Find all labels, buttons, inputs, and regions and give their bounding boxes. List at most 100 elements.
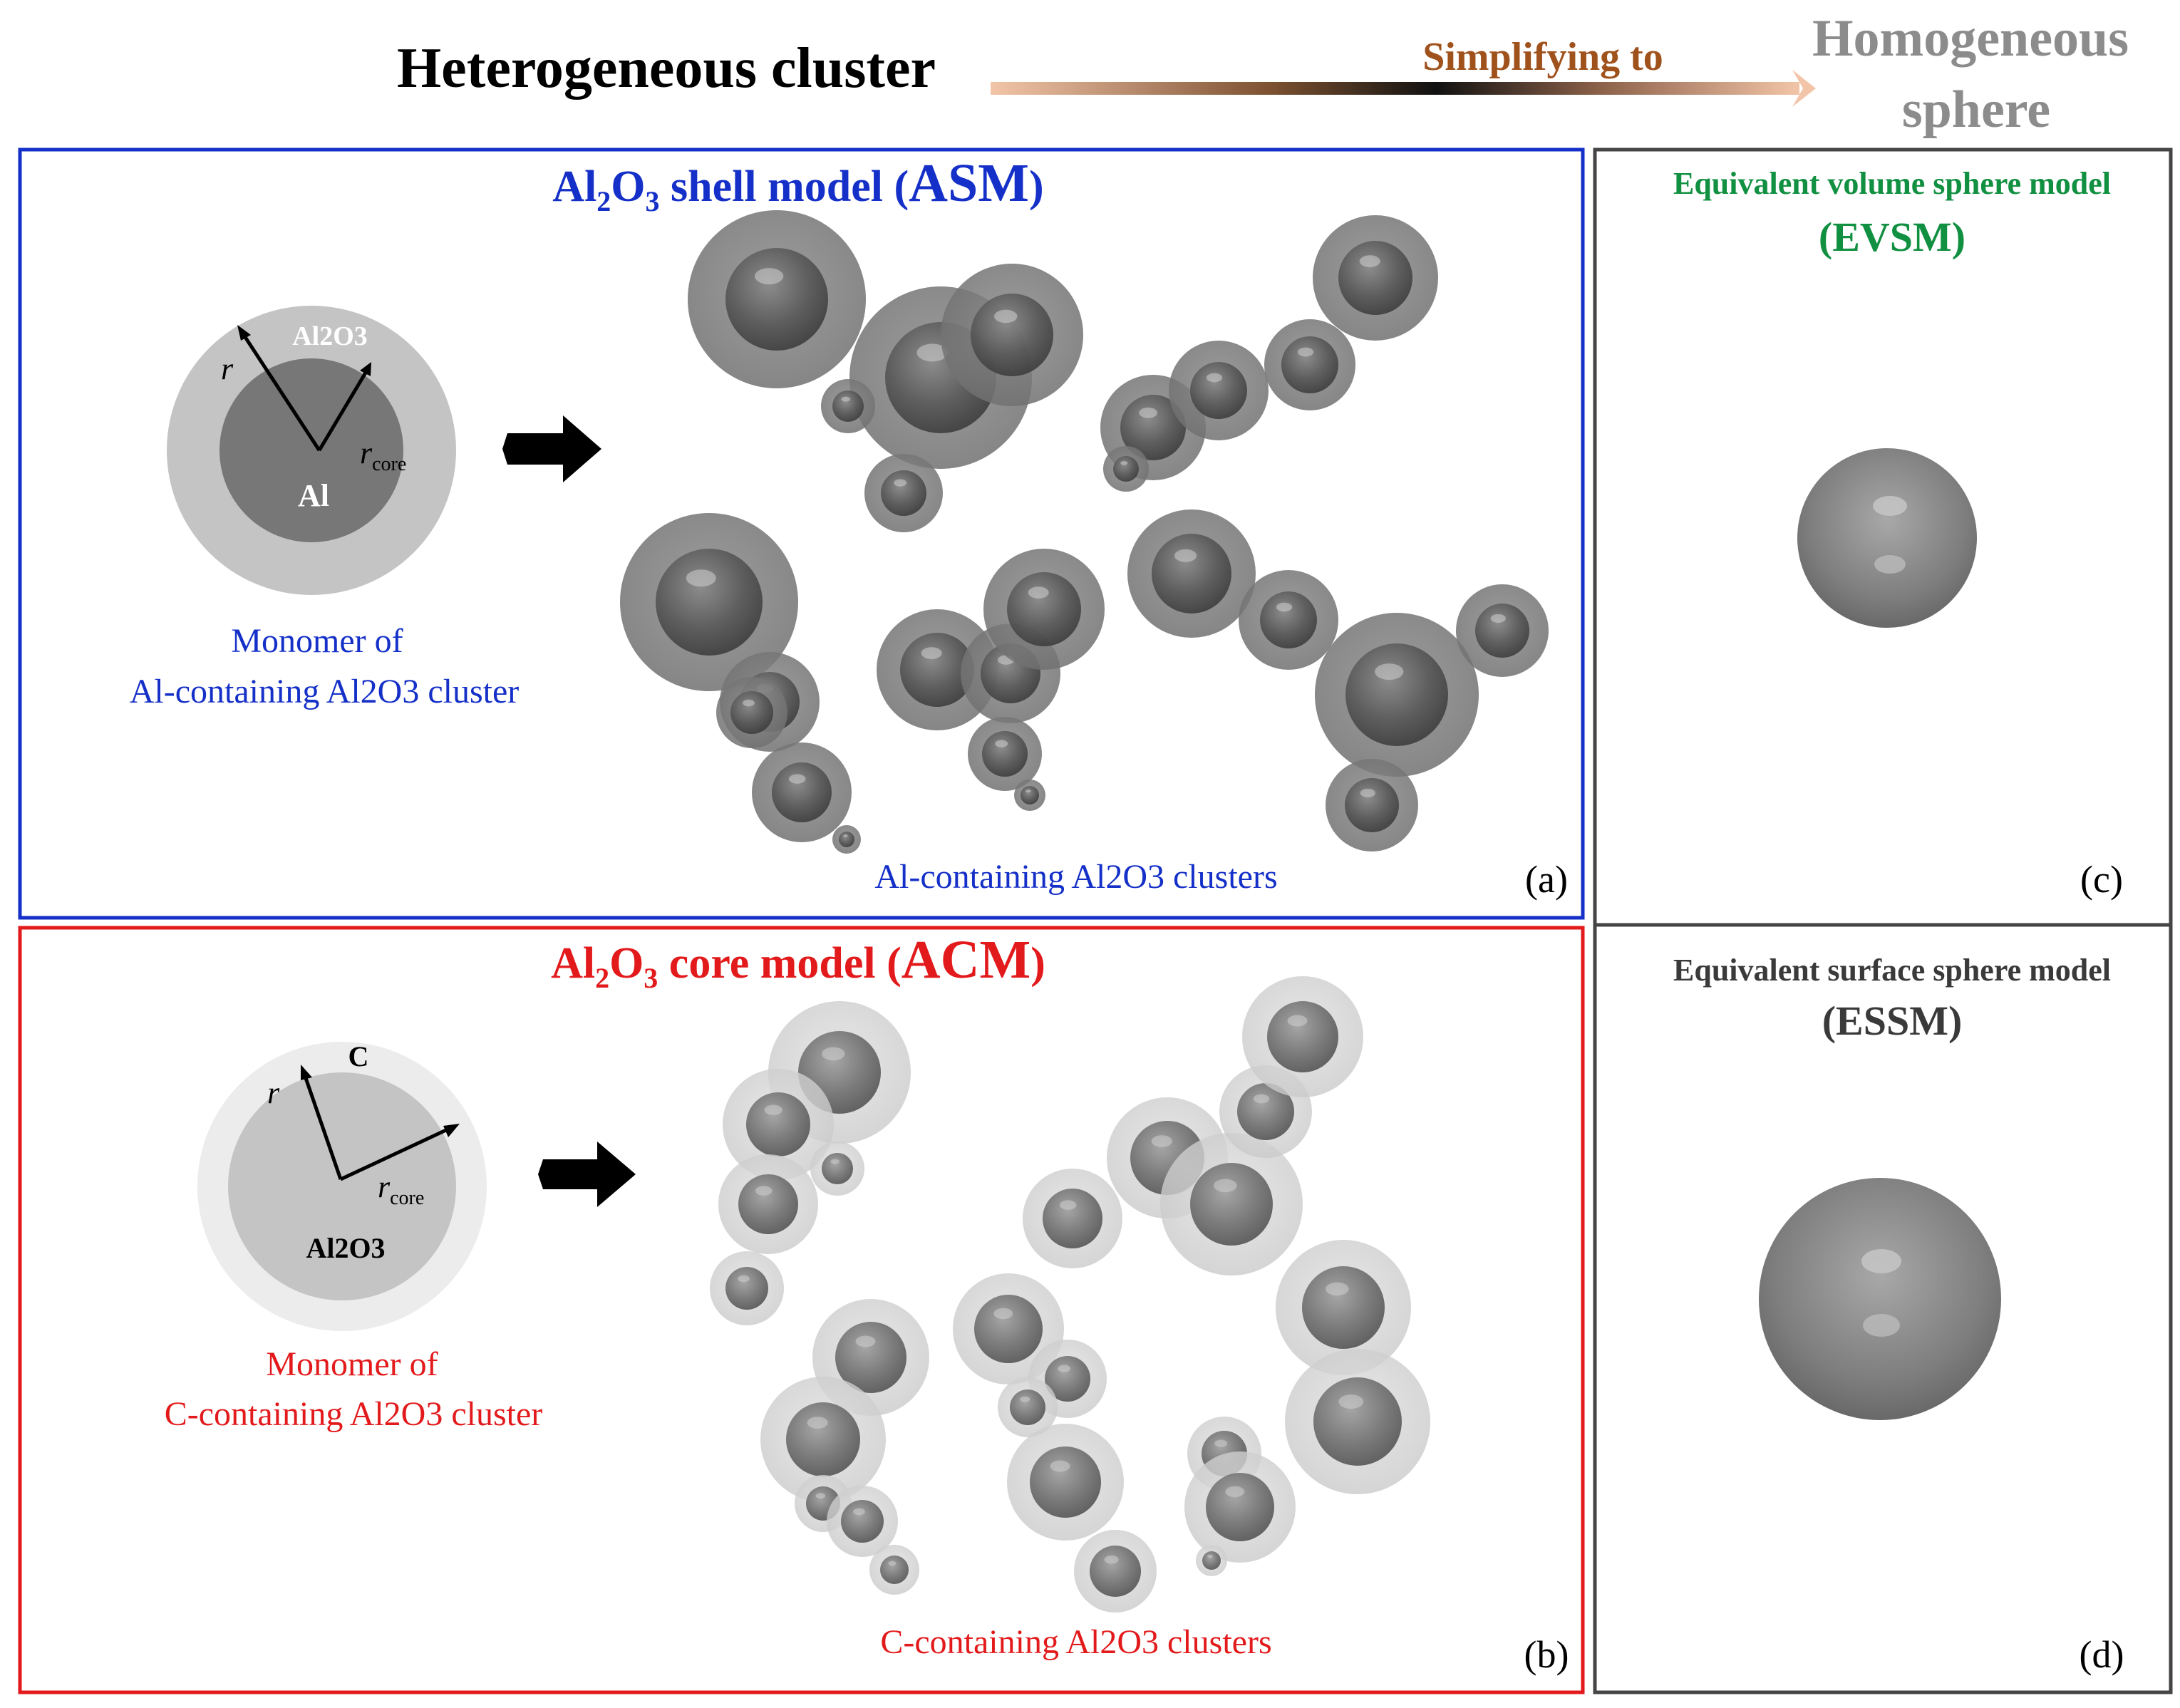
cluster-a-particle-highlight	[994, 309, 1018, 324]
cluster-b-particle-highlight	[1214, 1179, 1237, 1193]
monomer-b-shell-label: C	[348, 1040, 369, 1072]
cluster-a-particle	[877, 609, 998, 730]
cluster-a-particle-core	[1475, 604, 1529, 658]
cluster-b-particle-highlight	[815, 1493, 826, 1499]
monomer-a-rcore-arrowhead	[360, 362, 371, 376]
cluster-b-particle	[718, 1154, 818, 1254]
panel-b-frame	[18, 926, 1585, 1694]
cluster-a-particle-core	[1260, 591, 1317, 648]
cluster-a-particle	[1326, 759, 1418, 852]
panel-c-title-line1: Equivalent volume sphere model	[1673, 166, 2111, 201]
panel-d-title-line2: (ESSM)	[1822, 998, 1963, 1044]
cluster-b-particle-highlight	[1020, 1396, 1030, 1402]
cluster-b-particle-highlight	[1059, 1200, 1077, 1210]
cluster-b-particle-core	[1302, 1266, 1385, 1349]
cluster-b-particle-highlight	[764, 1104, 782, 1115]
monomer-a-r-label: r	[221, 351, 234, 386]
cluster-a-particle-highlight	[1375, 663, 1404, 680]
cluster-a-particle-highlight	[755, 268, 784, 285]
simplify-arrow-shaft	[991, 82, 1799, 95]
cluster-a-particle-core	[832, 390, 864, 422]
panel-c-title-line2: (EVSM)	[1819, 214, 1965, 260]
cluster-a-particle	[688, 210, 866, 388]
cluster-a-particle-core	[881, 470, 926, 516]
cluster-b-particle-highlight	[993, 1308, 1013, 1320]
cluster-a-particle	[1014, 780, 1045, 811]
cluster-b-particle-core	[841, 1500, 884, 1543]
essm-sphere-highlight-upper	[1861, 1249, 1901, 1273]
cluster-b-particle-highlight	[888, 1561, 897, 1566]
cluster-b-particle-core	[835, 1322, 906, 1393]
cluster-b-particle-highlight	[830, 1159, 840, 1164]
cluster-a-particle-highlight	[686, 569, 716, 587]
monomer-b-rcore-arrow	[339, 1127, 449, 1181]
cluster-a-particle-highlight	[1490, 614, 1506, 623]
cluster-b-particle	[710, 1251, 784, 1325]
monomer-b-core	[228, 1072, 456, 1300]
cluster-a-particle	[864, 454, 943, 532]
cluster-a-particle-highlight	[841, 396, 850, 402]
cluster-b-particle-core	[1030, 1446, 1101, 1518]
cluster-b-particle-highlight	[1050, 1460, 1070, 1472]
cluster-b-particle-core	[1090, 1546, 1141, 1597]
cluster-a-particle-highlight	[995, 740, 1008, 747]
cluster-a-particle-core	[730, 691, 773, 734]
cluster-a-particle-core	[772, 762, 832, 822]
cluster-b-particle	[1023, 1169, 1122, 1268]
monomer-b-caption-line2: C-containing Al2O3 cluster	[165, 1395, 543, 1433]
monomer-b-r-arrow	[303, 1075, 343, 1180]
panel-d: Equivalent surface sphere model (ESSM) (…	[1673, 953, 2124, 1676]
cluster-b-particle-highlight	[1151, 1135, 1172, 1147]
monomer-a-shell-label: Al2O3	[292, 321, 368, 351]
cluster-b-particle-core	[738, 1174, 798, 1234]
panel-b-letter: (b)	[1524, 1633, 1569, 1676]
cluster-b-particle-highlight	[855, 1335, 876, 1347]
monomer-a-r-arrow	[242, 333, 321, 452]
cluster-b-particle	[827, 1486, 898, 1557]
cluster-b-particle-highlight	[1338, 1394, 1364, 1409]
cluster-a-particle	[941, 264, 1083, 406]
monomer-a-caption-line2: Al-containing Al2O3 cluster	[130, 673, 520, 710]
cluster-b-particle	[723, 1069, 834, 1180]
cluster-a-particle-core	[1007, 572, 1081, 646]
cluster-a-particle-highlight	[921, 647, 942, 659]
cluster-b-particle-highlight	[1326, 1282, 1349, 1296]
cluster-b-particle-highlight	[1214, 1439, 1228, 1447]
cluster-b-particle	[810, 1142, 864, 1196]
cluster-a-particle-core	[1113, 456, 1139, 482]
cluster-b-particle-highlight	[853, 1508, 865, 1516]
header-right-title-line2: sphere	[1902, 81, 2050, 139]
cluster-b-particle	[1196, 1545, 1227, 1576]
cluster-b-particle	[1184, 1451, 1296, 1563]
cluster-b-particle	[1276, 1240, 1411, 1375]
cluster-a-particle-highlight	[1297, 347, 1314, 357]
monomer-b-r-label: r	[267, 1075, 280, 1110]
cluster-a-particle	[821, 379, 875, 433]
monomer-b-rcore-arrowhead	[443, 1124, 460, 1137]
cluster-a-particle	[752, 742, 852, 842]
cluster-b-particle	[1007, 1424, 1124, 1541]
cluster-a-particle-core	[971, 294, 1053, 376]
monomer-b: C Al2O3 r rcore	[197, 1040, 487, 1331]
cluster-a-particle	[716, 677, 787, 748]
monomer-a-rcore-label: rcore	[360, 435, 406, 475]
monomer-a-caption-line1: Monomer of	[231, 622, 403, 660]
cluster-a-particle-core	[1281, 336, 1338, 393]
cluster-a-particle-highlight	[1028, 586, 1049, 599]
panel-b-title: Al2O3 core model (ACM)	[551, 930, 1045, 994]
cluster-b-particle-core	[880, 1556, 909, 1584]
cluster-a-particle	[1239, 570, 1338, 670]
cluster-b-particle-core	[1043, 1189, 1102, 1248]
evsm-sphere-highlight-lower	[1874, 555, 1906, 574]
cluster-b-particle-core	[746, 1092, 810, 1156]
cluster-a-particle-highlight	[1139, 407, 1157, 418]
cluster-b-particle-core	[1313, 1377, 1402, 1466]
cluster-a-particle	[968, 717, 1042, 791]
cluster-a-particle-highlight	[788, 774, 806, 784]
cluster-a-particle	[1169, 341, 1269, 440]
panel-d-letter: (d)	[2080, 1633, 2124, 1676]
cluster-b-particle-core	[822, 1153, 853, 1184]
cluster-b-particle-highlight	[1287, 1015, 1308, 1027]
monomer-b-core-label: Al2O3	[306, 1232, 385, 1264]
cluster-a-particle-highlight	[1359, 255, 1380, 267]
